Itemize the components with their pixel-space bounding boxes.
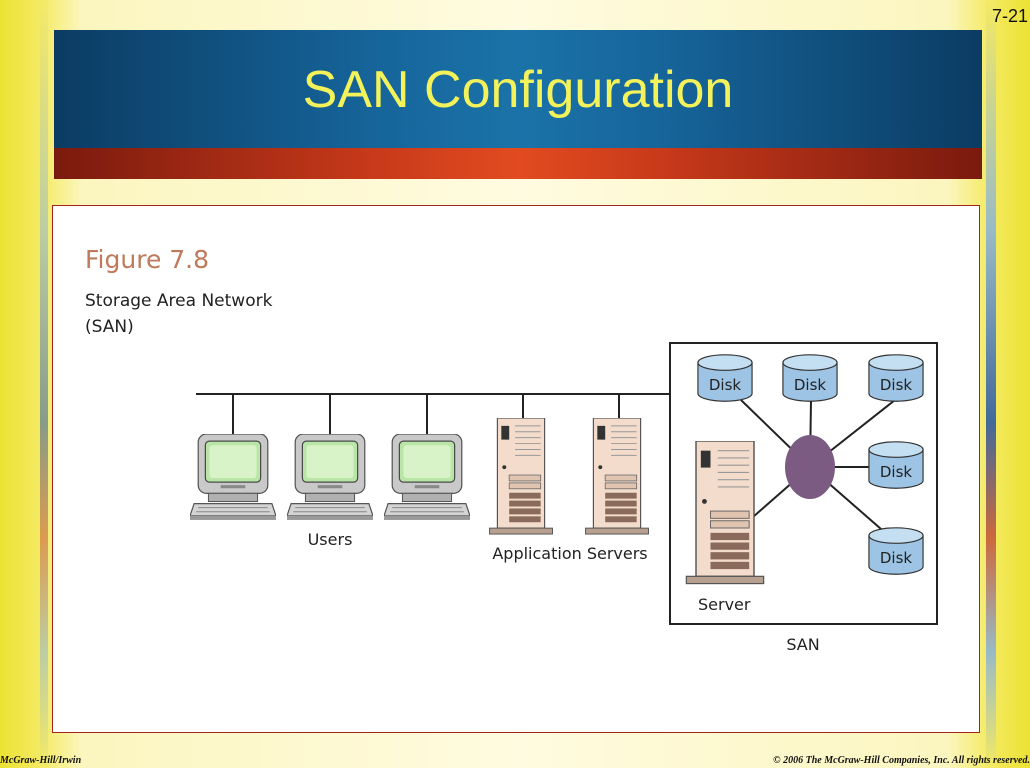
server-tower-icon [489,418,553,535]
figure-caption-line1: Storage Area Network [85,291,273,311]
slide-number: 7-21 [991,6,1028,26]
san-diagram: Figure 7.8 Storage Area Network (SAN) Us… [85,245,938,654]
san-label: SAN [786,635,819,654]
disk-label: Disk [794,376,827,394]
footer-publisher: McGraw-Hill/Irwin [0,755,82,766]
disk-icon: Disk [782,354,838,402]
disk-icon: Disk [868,354,924,402]
san-boundary-box [669,342,938,625]
figure-label: Figure 7.8 [85,245,209,274]
left-decor-stripe [40,0,48,768]
right-decor-stripe [986,0,996,768]
figure-caption-line2: (SAN) [85,317,134,337]
users-label: Users [308,530,353,549]
slide-title: SAN Configuration [302,61,734,119]
disk-icon: Disk [868,441,924,489]
san-server-label: Server [698,595,751,614]
san-hub-icon [785,435,835,499]
monitor-icon [190,434,276,521]
app-servers-label: Application Servers [492,544,647,563]
monitor-icon [287,434,373,521]
accent-band [54,148,982,179]
title-band: SAN Configuration [54,30,982,148]
disk-label: Disk [880,463,913,481]
disk-icon: Disk [697,354,753,402]
server-tower-icon [685,441,765,585]
server-tower-icon [585,418,649,535]
disk-label: Disk [709,376,742,394]
disk-icon: Disk [868,527,924,575]
disk-label: Disk [880,376,913,394]
figure-panel: Figure 7.8 Storage Area Network (SAN) Us… [52,205,980,733]
footer-copyright: © 2006 The McGraw-Hill Companies, Inc. A… [773,755,1030,766]
disk-label: Disk [880,549,913,567]
monitor-icon [384,434,470,521]
